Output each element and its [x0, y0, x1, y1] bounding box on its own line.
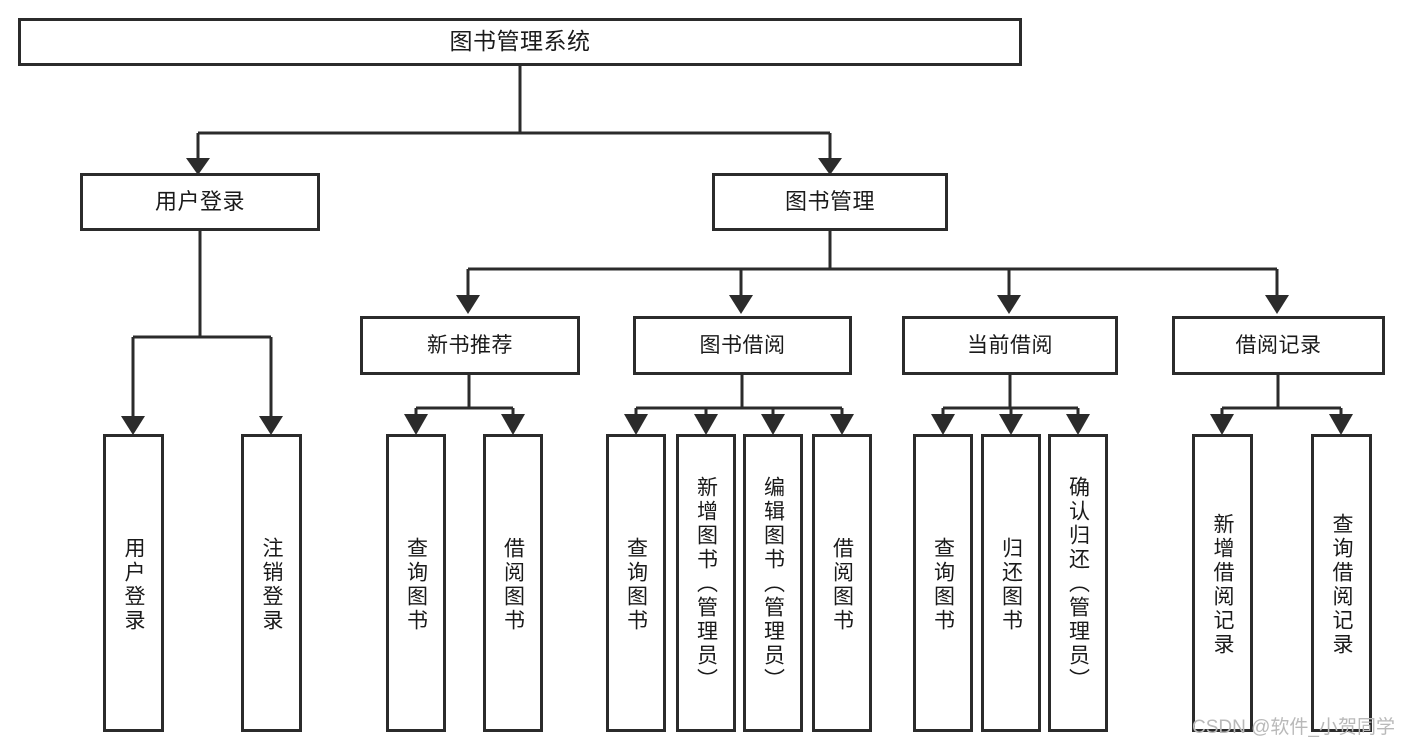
node-label: 图书管理	[784, 188, 875, 214]
node-label: 注销登录	[260, 537, 283, 633]
node-root-system[interactable]: 图书管理系统	[18, 18, 1022, 66]
leaf-query-book-recommend[interactable]: 查询图书	[386, 434, 446, 732]
node-label: 归还图书	[999, 537, 1023, 633]
node-user-login[interactable]: 用户登录	[80, 173, 320, 231]
node-label: 当前借阅	[967, 333, 1053, 357]
leaf-add-book-admin[interactable]: 新增图书（管理员）	[676, 434, 736, 732]
leaf-borrow-book[interactable]: 借阅图书	[812, 434, 872, 732]
node-label: 编辑图书（管理员）	[761, 476, 785, 692]
leaf-logout-login[interactable]: 注销登录	[241, 434, 302, 732]
node-label: 借阅记录	[1235, 333, 1322, 357]
node-current-borrow[interactable]: 当前借阅	[902, 316, 1118, 375]
node-label: 确认归还（管理员）	[1066, 476, 1090, 692]
leaf-query-borrow-record[interactable]: 查询借阅记录	[1311, 434, 1372, 732]
node-label: 新书推荐	[427, 333, 513, 357]
node-new-book-recommend[interactable]: 新书推荐	[360, 316, 580, 375]
csdn-watermark: CSDN @软件_小贺同学	[1192, 717, 1395, 738]
node-label: 用户登录	[154, 188, 245, 214]
leaf-edit-book-admin[interactable]: 编辑图书（管理员）	[743, 434, 803, 732]
node-book-management[interactable]: 图书管理	[712, 173, 948, 231]
node-label: 借阅图书	[830, 537, 854, 633]
node-label: 用户登录	[122, 537, 145, 633]
leaf-borrow-book-recommend[interactable]: 借阅图书	[483, 434, 543, 732]
node-label: 查询图书	[624, 537, 648, 633]
leaf-query-book-current[interactable]: 查询图书	[913, 434, 973, 732]
leaf-add-borrow-record[interactable]: 新增借阅记录	[1192, 434, 1253, 732]
node-label: 新增图书（管理员）	[694, 476, 718, 692]
node-label: 借阅图书	[501, 537, 525, 633]
leaf-user-login[interactable]: 用户登录	[103, 434, 164, 732]
node-label: 新增借阅记录	[1211, 513, 1234, 657]
leaf-query-book-borrow[interactable]: 查询图书	[606, 434, 666, 732]
node-label: 查询借阅记录	[1330, 513, 1353, 657]
node-label: 查询图书	[931, 537, 955, 633]
node-label: 图书管理系统	[449, 28, 591, 55]
node-borrow-record[interactable]: 借阅记录	[1172, 316, 1385, 375]
leaf-confirm-return-admin[interactable]: 确认归还（管理员）	[1048, 434, 1108, 732]
node-label: 查询图书	[404, 537, 428, 633]
node-label: 图书借阅	[699, 333, 786, 357]
leaf-return-book[interactable]: 归还图书	[981, 434, 1041, 732]
node-book-borrow[interactable]: 图书借阅	[633, 316, 852, 375]
